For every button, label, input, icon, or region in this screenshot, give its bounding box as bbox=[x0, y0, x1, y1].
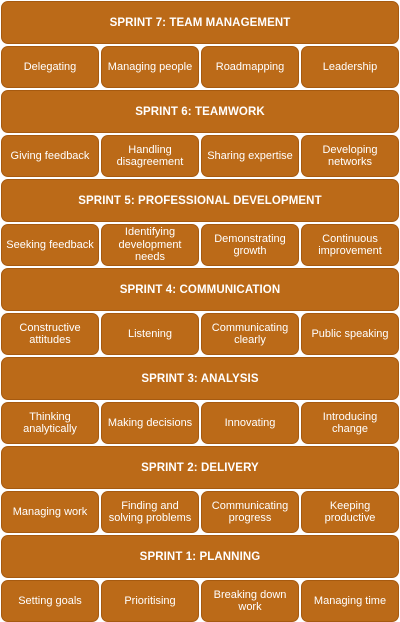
skill-box: Identifying development needs bbox=[101, 224, 199, 266]
sprint-2: SPRINT 2: DELIVERY Managing work Finding… bbox=[1, 446, 399, 533]
sprint-5: SPRINT 5: PROFESSIONAL DEVELOPMENT Seeki… bbox=[1, 179, 399, 266]
skill-box: Finding and solving problems bbox=[101, 491, 199, 533]
skill-box: Developing networks bbox=[301, 135, 399, 177]
skill-row: Setting goals Prioritising Breaking down… bbox=[1, 580, 399, 622]
skill-box: Keeping productive bbox=[301, 491, 399, 533]
skill-row: Delegating Managing people Roadmapping L… bbox=[1, 46, 399, 88]
skill-row: Constructive attitudes Listening Communi… bbox=[1, 313, 399, 355]
skill-box: Delegating bbox=[1, 46, 99, 88]
sprint-header: SPRINT 6: TEAMWORK bbox=[1, 90, 399, 133]
sprint-6: SPRINT 6: TEAMWORK Giving feedback Handl… bbox=[1, 90, 399, 177]
skill-box: Sharing expertise bbox=[201, 135, 299, 177]
skill-box: Leadership bbox=[301, 46, 399, 88]
sprint-1: SPRINT 1: PLANNING Setting goals Priorit… bbox=[1, 535, 399, 622]
skill-box: Continuous improvement bbox=[301, 224, 399, 266]
skill-row: Thinking analytically Making decisions I… bbox=[1, 402, 399, 444]
sprint-7: SPRINT 7: TEAM MANAGEMENT Delegating Man… bbox=[1, 1, 399, 88]
skill-box: Public speaking bbox=[301, 313, 399, 355]
sprint-header: SPRINT 4: COMMUNICATION bbox=[1, 268, 399, 311]
skill-box: Seeking feedback bbox=[1, 224, 99, 266]
skill-box: Roadmapping bbox=[201, 46, 299, 88]
skill-row: Seeking feedback Identifying development… bbox=[1, 224, 399, 266]
skill-row: Giving feedback Handling disagreement Sh… bbox=[1, 135, 399, 177]
skill-box: Introducing change bbox=[301, 402, 399, 444]
skill-box: Demonstrating growth bbox=[201, 224, 299, 266]
skill-box: Setting goals bbox=[1, 580, 99, 622]
skill-box: Managing people bbox=[101, 46, 199, 88]
sprint-4: SPRINT 4: COMMUNICATION Constructive att… bbox=[1, 268, 399, 355]
sprint-header: SPRINT 1: PLANNING bbox=[1, 535, 399, 578]
sprint-3: SPRINT 3: ANALYSIS Thinking analytically… bbox=[1, 357, 399, 444]
skill-box: Giving feedback bbox=[1, 135, 99, 177]
skill-box: Communicating clearly bbox=[201, 313, 299, 355]
skill-box: Managing work bbox=[1, 491, 99, 533]
sprint-header: SPRINT 5: PROFESSIONAL DEVELOPMENT bbox=[1, 179, 399, 222]
skill-row: Managing work Finding and solving proble… bbox=[1, 491, 399, 533]
skill-box: Breaking down work bbox=[201, 580, 299, 622]
skill-box: Constructive attitudes bbox=[1, 313, 99, 355]
skill-box: Making decisions bbox=[101, 402, 199, 444]
skill-box: Managing time bbox=[301, 580, 399, 622]
skill-box: Communicating progress bbox=[201, 491, 299, 533]
sprint-header: SPRINT 2: DELIVERY bbox=[1, 446, 399, 489]
skill-box: Innovating bbox=[201, 402, 299, 444]
skill-box: Thinking analytically bbox=[1, 402, 99, 444]
sprint-header: SPRINT 3: ANALYSIS bbox=[1, 357, 399, 400]
skill-box: Listening bbox=[101, 313, 199, 355]
sprint-header: SPRINT 7: TEAM MANAGEMENT bbox=[1, 1, 399, 44]
skill-box: Handling disagreement bbox=[101, 135, 199, 177]
skill-box: Prioritising bbox=[101, 580, 199, 622]
